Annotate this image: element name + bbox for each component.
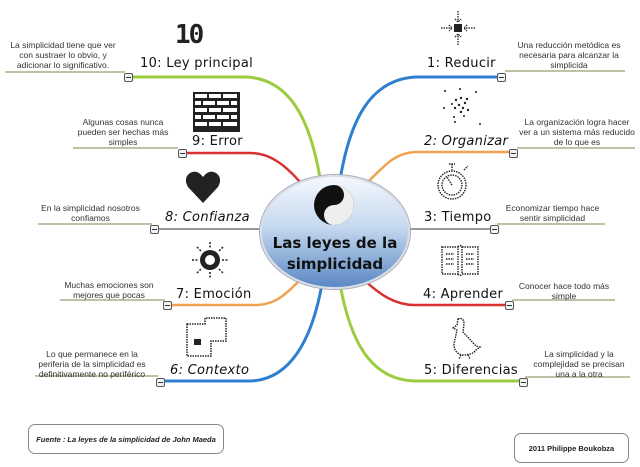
law-2-label[interactable]: 2: Organizar [424,134,509,149]
heart-icon [185,171,221,203]
collapse-law-9-button[interactable] [178,149,187,158]
burst-icon [192,242,228,278]
law-9-description: Algunas cosas nunca pueden ser hechas má… [77,117,169,147]
source-note: Fuente : La leyes de la simplicidad de J… [28,424,224,454]
law-3-label[interactable]: 3: Tiempo [424,210,492,225]
law-9-label[interactable]: 9: Error [192,134,243,149]
ten-icon: 10 [175,20,204,50]
law-6-description: Lo que permanece en la periferia de la s… [38,349,146,379]
law-8-description: En la simplicidad nosotros confiamos [41,203,140,223]
central-topic-title: Las leyes de la simplicidad [272,234,398,273]
arrows-converge-icon [441,11,475,45]
collapse-law-2-button[interactable] [509,149,518,158]
law-6-label[interactable]: 6: Contexto [170,363,250,378]
branch-1 [338,75,500,181]
collapse-law-8-button[interactable] [150,225,159,234]
scattered-dots-icon [443,88,481,125]
branch-10 [130,75,322,179]
branch-5 [338,283,522,383]
brick-wall-icon [193,92,240,132]
law-7-description: Muchas emociones son mejores que pocas [64,280,154,300]
branch-9 [183,151,301,183]
open-book-icon [441,244,479,277]
law-10-label[interactable]: 10: Ley principal [140,56,254,71]
law-5-label[interactable]: 5: Diferencias [424,363,518,378]
law-4-label[interactable]: 4: Aprender [423,287,504,302]
branch-6 [161,283,324,383]
law-10-description: La simplicidad tiene que ver con sustrae… [10,40,116,70]
collapse-law-7-button[interactable] [163,301,172,310]
yin-yang-icon [314,185,354,225]
law-7-label[interactable]: 7: Emoción [176,287,252,302]
collapse-law-4-button[interactable] [505,301,514,310]
law-1-label[interactable]: 1: Reducir [427,56,496,71]
credit-note: 2011 Philippe Boukobza [514,433,629,463]
central-topic[interactable]: Las leyes de la simplicidad [260,175,410,289]
law-1-description: Una reducción metódica es necesaria para… [517,40,621,70]
context-shape-icon [186,317,227,357]
collapse-law-5-button[interactable] [519,378,528,387]
law-8-label[interactable]: 8: Confianza [165,210,250,225]
duck-icon [451,317,482,360]
collapse-law-6-button[interactable] [156,378,165,387]
law-4-description: Conocer hace todo más simple [518,281,610,301]
branch-7 [168,279,301,307]
law-3-description: Economizar tiempo hace sentir simplicida… [505,203,600,223]
stopwatch-icon [437,163,469,200]
law-5-description: La simplicidad y la complejidad se preci… [533,349,625,379]
collapse-law-1-button[interactable] [497,73,506,82]
law-2-description: La organización logra hacer ver a un sis… [519,117,635,147]
collapse-law-10-button[interactable] [124,73,133,82]
branch-2 [367,150,512,183]
collapse-law-3-button[interactable] [490,225,499,234]
